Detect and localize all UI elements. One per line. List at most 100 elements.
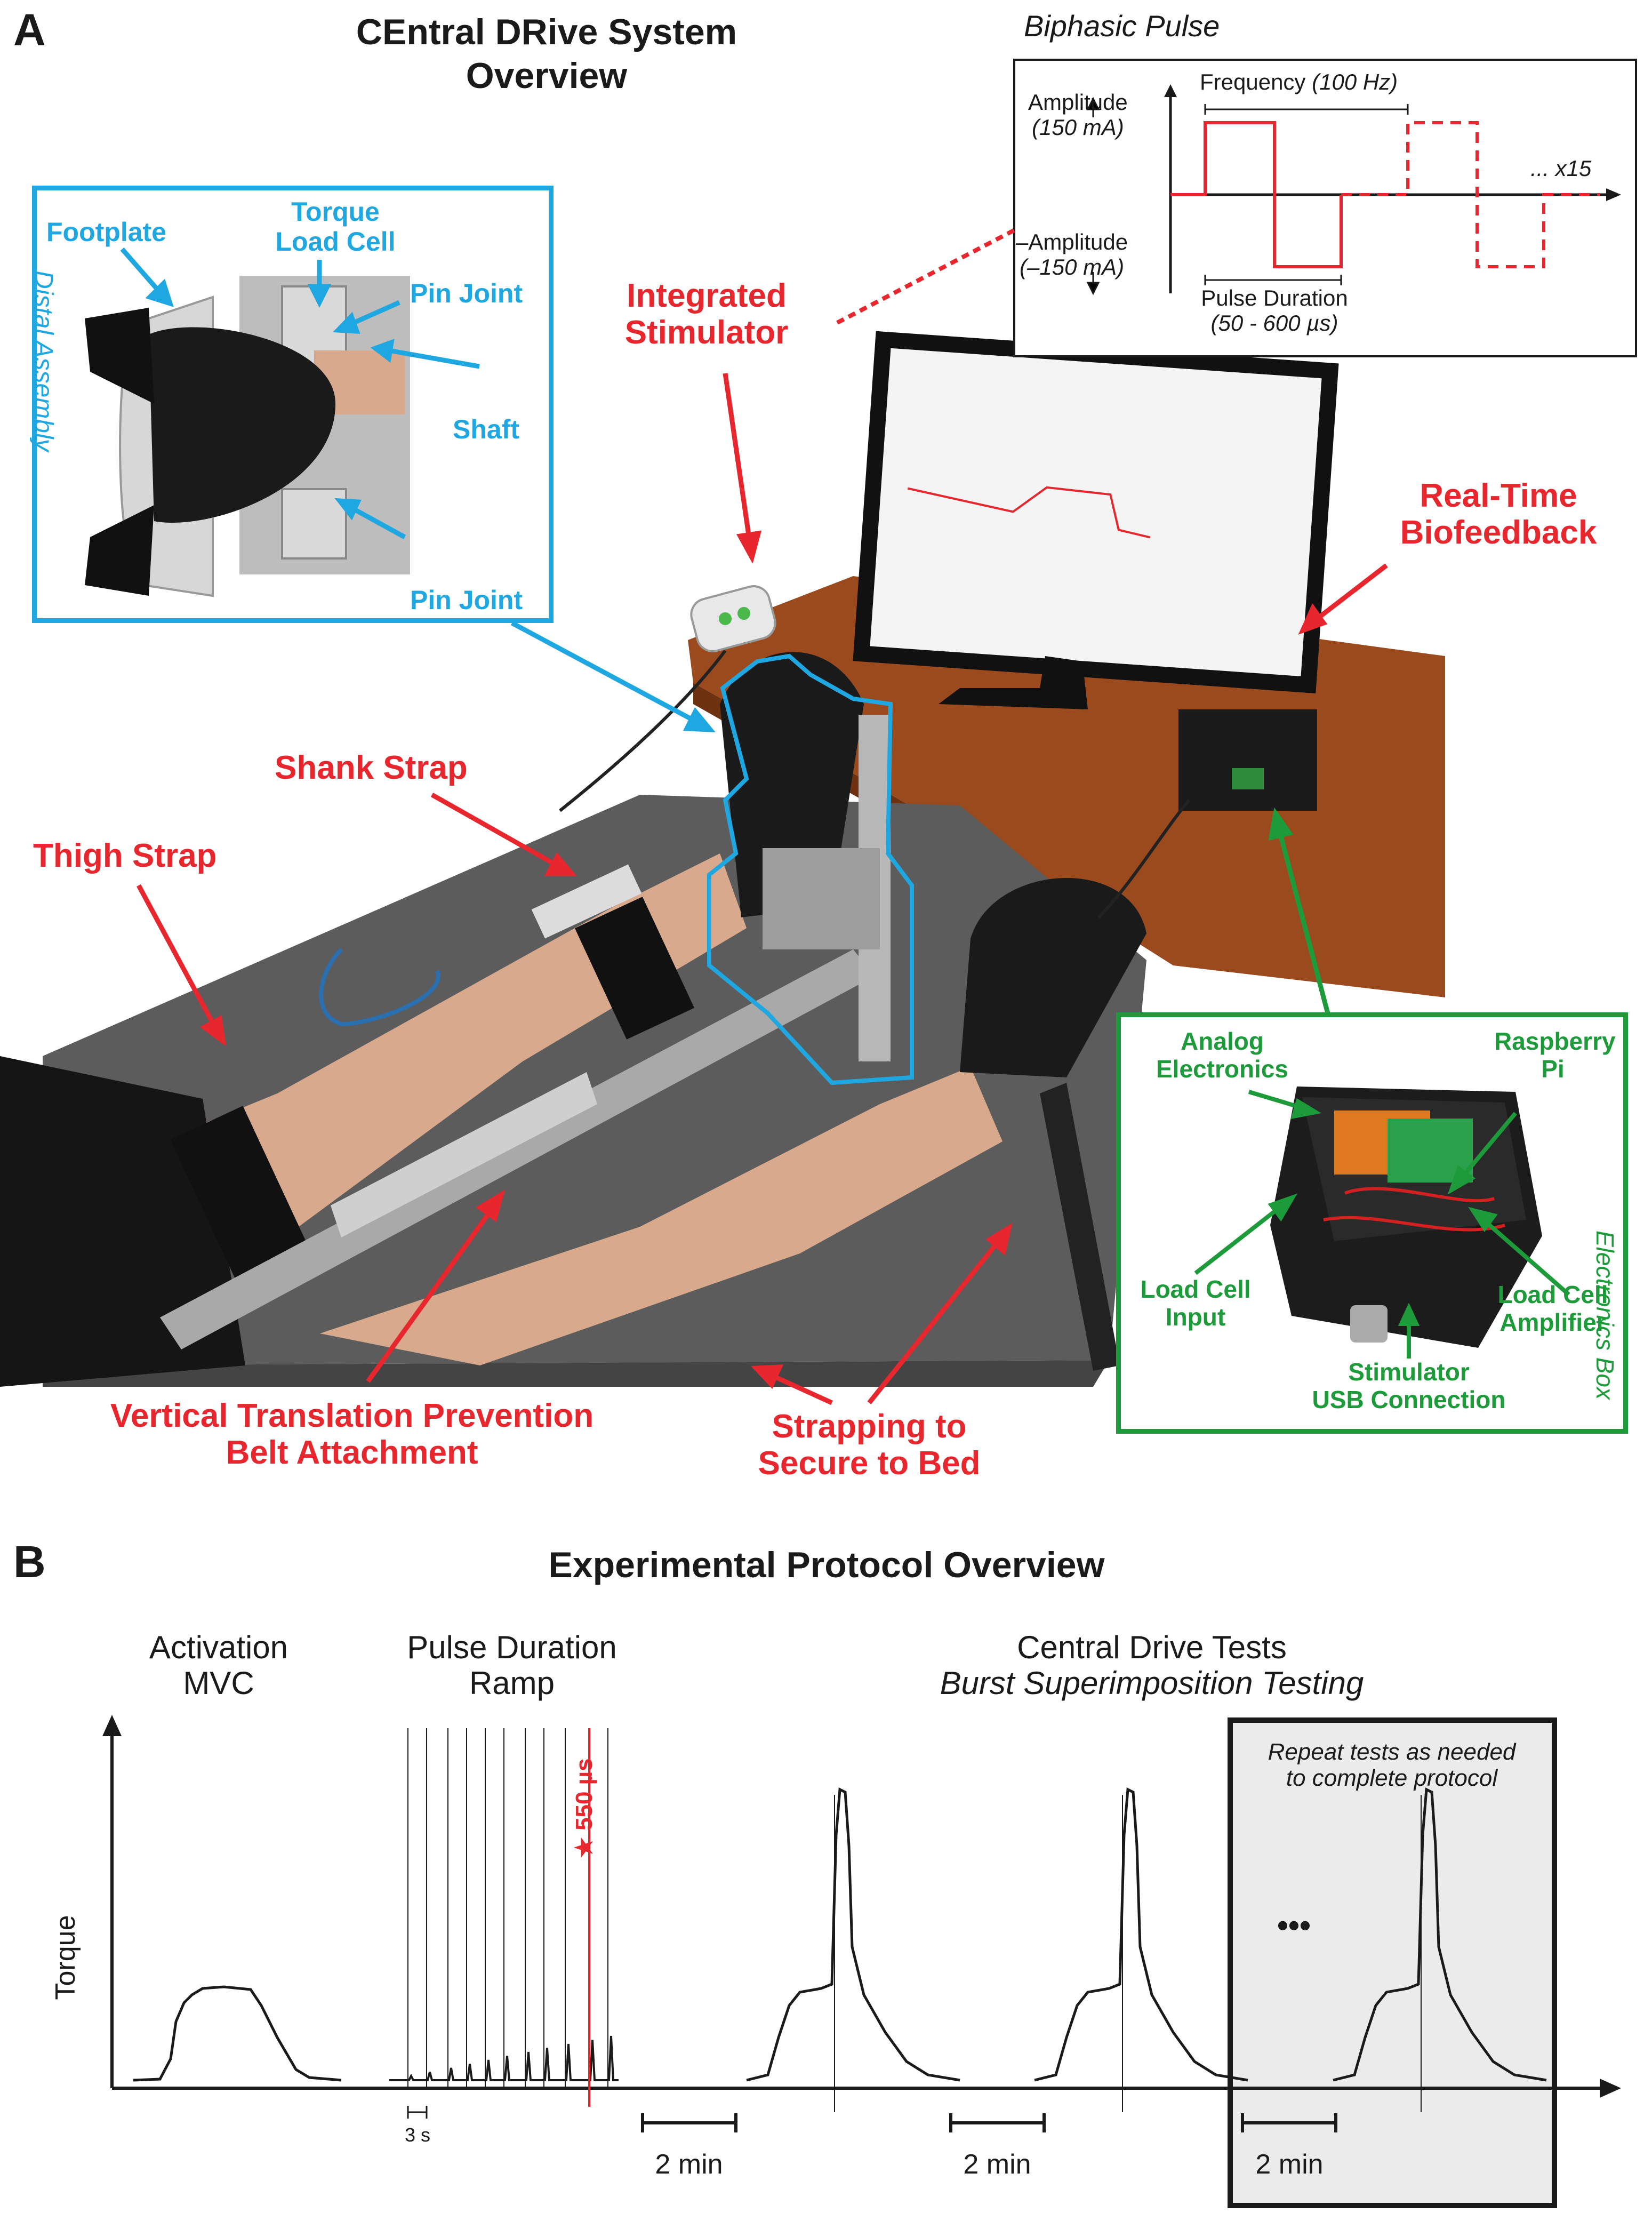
shank-strap-label: Shank Strap [275, 749, 468, 786]
neg-amplitude-label: –Amplitude (–150 mA) [1016, 229, 1128, 279]
pulse-duration-value: (50 - 600 µs) [1210, 310, 1338, 336]
pulse-dashed [1341, 121, 1600, 268]
pulse-duration-text: Pulse Duration [1201, 285, 1348, 310]
stimulator-device [690, 585, 776, 652]
panel-b-title: Experimental Protocol Overview [548, 1545, 1105, 1585]
torque-load-cell-label: Torque Load Cell [255, 197, 415, 257]
biphasic-pulse-inset [1013, 59, 1637, 357]
vertical-label-2: Belt Attachment [226, 1434, 478, 1472]
electronics-box-side-label: Electronics Box [1591, 1231, 1619, 1400]
frequency-value: (100 Hz) [1312, 69, 1398, 94]
lc-input-label-1: Load Cell [1140, 1275, 1251, 1303]
lc-input-label-2: Input [1165, 1303, 1226, 1331]
panel-a-letter: A [13, 5, 46, 55]
torque-label-1: Torque [291, 197, 380, 227]
pulse-duration-label: Pulse Duration (50 - 600 µs) [1178, 285, 1370, 335]
pulse-solid [1170, 121, 1343, 268]
rail [160, 949, 875, 1349]
amplitude-label: Amplitude (150 mA) [1028, 90, 1128, 140]
raspberry-label-1: Raspberry [1494, 1027, 1616, 1055]
real-time-biofeedback-label: Real-Time Biofeedback [1381, 477, 1616, 552]
thigh-strap-photo [170, 1106, 315, 1295]
repeat-label-2: to complete protocol [1286, 1765, 1498, 1792]
gap-label-3: 2 min [1255, 2149, 1323, 2180]
integrated-label-2: Stimulator [624, 314, 789, 351]
strapping-label: Strapping to Secure to Bed [736, 1408, 1003, 1482]
raspberry-label-2: Pi [1541, 1054, 1565, 1083]
activation-label-2: MVC [183, 1665, 254, 1701]
repeat-tests-label: Repeat tests as needed to complete proto… [1237, 1739, 1546, 1792]
stimulator-connector [836, 227, 1017, 325]
analog-electronics-label: Analog Electronics [1142, 1027, 1302, 1083]
pin-joint-bottom-label: Pin Joint [410, 585, 523, 615]
shaft-label: Shaft [453, 414, 519, 444]
panel-a-title-line1: CEntral DRive System [356, 12, 737, 52]
belt-right [1040, 1083, 1120, 1371]
amplitude-value: (150 mA) [1032, 115, 1124, 140]
lc-amp-label-1: Load Cell [1497, 1281, 1608, 1308]
integrated-stimulator-label: Integrated Stimulator [619, 277, 795, 351]
repeat-label-1: Repeat tests as needed [1268, 1739, 1516, 1765]
callout-arrows [137, 373, 1388, 1405]
monitor-screen [870, 348, 1322, 676]
central-drive-label: Central Drive Tests Burst Superimpositio… [843, 1629, 1461, 1701]
vertical-label-1: Vertical Translation Prevention [110, 1397, 594, 1434]
real-time-label-1: Real-Time [1420, 477, 1577, 514]
distal-assembly-photo [85, 247, 480, 597]
gap-label-2: 2 min [963, 2149, 1031, 2180]
lc-amp-label-2: Amplifier [1499, 1308, 1606, 1336]
panel-a-title-line2: Overview [466, 55, 628, 96]
vertical-translation-label: Vertical Translation Prevention Belt Att… [85, 1397, 619, 1472]
real-time-label-2: Biofeedback [1400, 514, 1597, 552]
load-cell-input-label: Load Cell Input [1132, 1275, 1260, 1331]
electronics-box-photo-inset [1194, 1086, 1570, 1359]
raspberry-pi-label: Raspberry Pi [1494, 1027, 1616, 1083]
strapping-label-2: Secure to Bed [758, 1445, 981, 1482]
analog-label-2: Electronics [1156, 1054, 1288, 1083]
monitor-stand [939, 656, 1088, 709]
burst-trace-2 [1034, 1787, 1248, 2082]
thigh-strap-label: Thigh Strap [33, 837, 217, 874]
electronics-box-inset: Analog Electronics Raspberry Pi Load Cel… [1116, 1012, 1628, 1434]
box-cable [1097, 799, 1191, 919]
strapping-label-1: Strapping to [772, 1408, 967, 1445]
neg-amplitude-value: (–150 mA) [1020, 254, 1125, 280]
repeat-x15-label: ... x15 [1530, 156, 1592, 181]
frequency-text: Frequency [1200, 69, 1306, 94]
gap-label-1: 2 min [655, 2149, 723, 2180]
pin-joint-top-label: Pin Joint [410, 278, 523, 308]
panel-a-title: CEntral DRive System Overview [320, 11, 773, 98]
mvc-trace [133, 1985, 342, 2082]
load-cell-amplifier-label: Load Cell Amplifier [1489, 1281, 1617, 1336]
ramp-trace [389, 2035, 619, 2081]
pulse-ramp-label: Pulse Duration Ramp [373, 1629, 651, 1701]
pulse-title: Biphasic Pulse [1024, 9, 1220, 43]
setup-photo [0, 331, 1445, 1387]
screen-trace [907, 486, 1151, 539]
analog-label-1: Analog [1181, 1027, 1264, 1055]
neg-amplitude-text: –Amplitude [1016, 229, 1128, 254]
usb-connection-label: Stimulator USB Connection [1286, 1358, 1531, 1413]
footplate-label: Footplate [46, 217, 166, 247]
distal-outline [707, 653, 914, 1085]
panel-b-letter: B [13, 1537, 46, 1587]
right-shoe [960, 877, 1146, 1077]
activation-mvc-label: Activation MVC [128, 1629, 309, 1701]
ramp-label-2: Ramp [469, 1665, 555, 1701]
scale-3s: 3 s [405, 2124, 430, 2146]
protocol-chart: Torque ★ 550 µs ••• 3 s 2 min 2 min 2 mi… [50, 1715, 1621, 2180]
central-label-2: Burst Superimposition Testing [940, 1665, 1364, 1701]
integrated-label-1: Integrated [627, 277, 787, 314]
frequency-label: Frequency (100 Hz) [1200, 69, 1398, 94]
usb-label-2: USB Connection [1312, 1385, 1506, 1413]
y-axis-label: Torque [50, 1915, 81, 2000]
right-leg [320, 1067, 1003, 1365]
shank-strap-photo [574, 897, 695, 1040]
central-label-1: Central Drive Tests [1017, 1629, 1287, 1665]
burst-trace-1 [746, 1787, 960, 2082]
ellipsis: ••• [1277, 1907, 1311, 1943]
repeat-tests-box [1228, 1717, 1557, 2208]
amplitude-text: Amplitude [1028, 90, 1128, 115]
usb-label-1: Stimulator [1348, 1358, 1470, 1386]
star-label: ★ 550 µs [571, 1758, 597, 1858]
